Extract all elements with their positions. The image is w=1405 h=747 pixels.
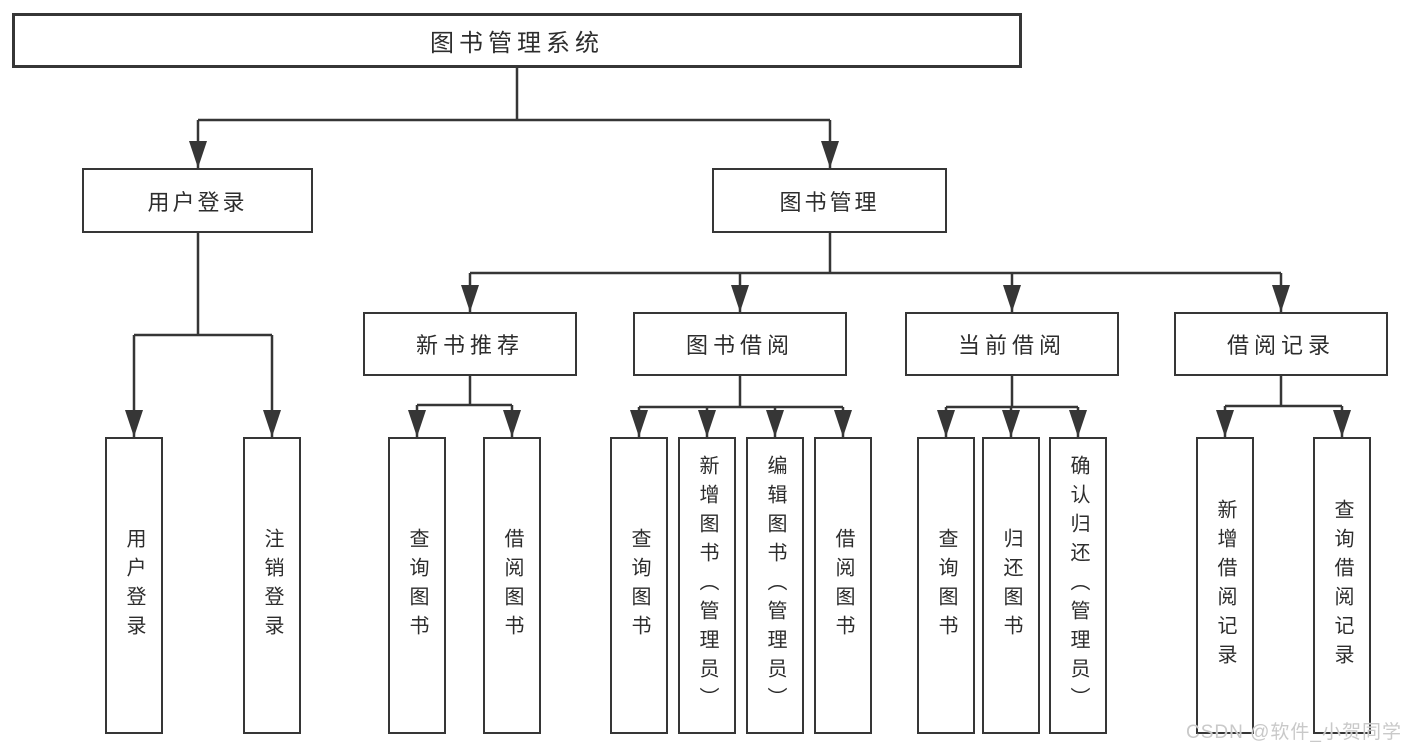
leaf-user-login-label: 用户登录 xyxy=(123,527,145,644)
leaf-borrow-book: 借阅图书 xyxy=(814,437,872,734)
leaf-logout: 注销登录 xyxy=(243,437,301,734)
node-new-book-recommend: 新书推荐 xyxy=(363,312,577,376)
connector-user-login-branch xyxy=(125,233,281,437)
leaf-borrow-query: 查询图书 xyxy=(610,437,668,734)
leaf-borrow-add-admin-label: 新增图书（管理员） xyxy=(696,455,718,716)
node-book-borrow: 图书借阅 xyxy=(633,312,847,376)
leaf-confirm-return-admin: 确认归还（管理员） xyxy=(1049,437,1107,734)
node-current-borrow: 当前借阅 xyxy=(905,312,1119,376)
connector-current-borrow-branch xyxy=(937,376,1087,437)
leaf-query-borrow-record-label: 查询借阅记录 xyxy=(1331,498,1353,673)
connector-root-to-level2 xyxy=(189,68,839,168)
leaf-user-login: 用户登录 xyxy=(105,437,163,734)
leaf-newbook-query: 查询图书 xyxy=(388,437,446,734)
node-book-management-branch: 图书管理 xyxy=(712,168,947,233)
connector-book-mgmt-to-level3 xyxy=(461,233,1290,312)
csdn-watermark: CSDN @软件_小贺同学 xyxy=(1186,722,1402,743)
leaf-return-book-label: 归还图书 xyxy=(1000,527,1022,644)
connector-borrow-records-branch xyxy=(1216,376,1351,437)
leaf-borrow-edit-admin: 编辑图书（管理员） xyxy=(746,437,804,734)
leaf-newbook-borrow: 借阅图书 xyxy=(483,437,541,734)
connector-book-borrow-branch xyxy=(630,376,852,437)
leaf-borrow-edit-admin-label: 编辑图书（管理员） xyxy=(764,455,786,716)
leaf-add-borrow-record: 新增借阅记录 xyxy=(1196,437,1254,734)
leaf-add-borrow-record-label: 新增借阅记录 xyxy=(1214,498,1236,673)
leaf-newbook-query-label: 查询图书 xyxy=(406,527,428,644)
leaf-borrow-query-label: 查询图书 xyxy=(628,527,650,644)
leaf-logout-label: 注销登录 xyxy=(261,527,283,644)
node-user-login-branch: 用户登录 xyxy=(82,168,313,233)
node-borrow-records: 借阅记录 xyxy=(1174,312,1388,376)
node-root-system: 图书管理系统 xyxy=(12,13,1022,68)
leaf-borrow-book-label: 借阅图书 xyxy=(832,527,854,644)
leaf-newbook-borrow-label: 借阅图书 xyxy=(501,527,523,644)
connector-new-book-branch xyxy=(408,376,521,437)
leaf-current-query: 查询图书 xyxy=(917,437,975,734)
leaf-return-book: 归还图书 xyxy=(982,437,1040,734)
leaf-query-borrow-record: 查询借阅记录 xyxy=(1313,437,1371,734)
leaf-current-query-label: 查询图书 xyxy=(935,527,957,644)
leaf-borrow-add-admin: 新增图书（管理员） xyxy=(678,437,736,734)
leaf-confirm-return-admin-label: 确认归还（管理员） xyxy=(1067,455,1089,716)
